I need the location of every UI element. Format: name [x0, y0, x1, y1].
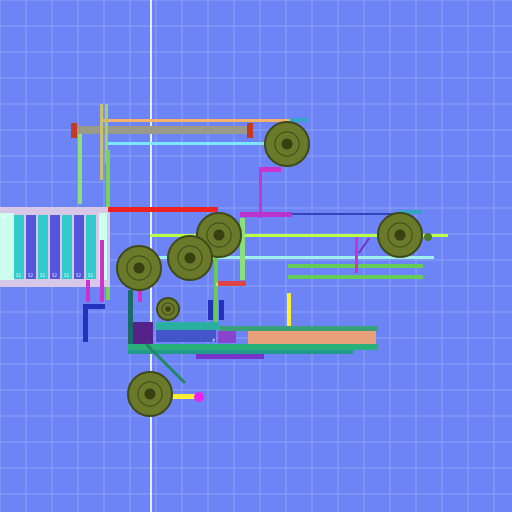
wheel-ring — [126, 255, 152, 281]
red-beam[interactable] — [108, 207, 218, 212]
magenta-post-right[interactable] — [355, 237, 358, 273]
wheel-ring — [137, 381, 163, 407]
container-cell[interactable] — [74, 215, 84, 279]
pin-icon — [281, 138, 293, 150]
green-post-mid[interactable] — [214, 225, 218, 325]
yellow-post[interactable] — [287, 293, 291, 326]
small-tag-a: # — [212, 338, 216, 343]
lower-platform[interactable] — [128, 233, 432, 402]
upper-olive-post-a[interactable] — [100, 104, 103, 180]
pin-icon — [144, 388, 156, 400]
purple-beam[interactable] — [240, 212, 292, 217]
salmon-deck-top — [220, 326, 378, 331]
cyan-long-beam[interactable] — [150, 256, 434, 259]
container-cell-label: 52 — [40, 273, 46, 278]
magenta-post-left[interactable] — [100, 240, 104, 302]
container-cells: 52 52 52 52 52 52 52 — [14, 215, 96, 279]
storage-container[interactable]: 52 52 52 52 52 52 52 — [0, 207, 110, 287]
blue-door-a[interactable] — [208, 300, 213, 320]
teal-floor[interactable] — [128, 350, 353, 354]
small-tag-b: 8 — [216, 282, 219, 287]
container-cell[interactable] — [62, 215, 72, 279]
wheel-ring — [206, 222, 232, 248]
container-inner-pale-left — [0, 213, 14, 280]
wheel-ring — [387, 222, 413, 248]
wheel-ring — [274, 131, 300, 157]
teal-bracket-right[interactable] — [400, 210, 422, 214]
pin-icon — [394, 229, 406, 241]
side-tag-left: 88 — [1, 214, 7, 219]
container-cell[interactable] — [26, 215, 36, 279]
upper-orange-rail[interactable] — [100, 119, 290, 122]
container-cell-label: 52 — [16, 273, 22, 278]
blue-door-b[interactable] — [219, 300, 224, 320]
container-cell-label: 52 — [28, 273, 34, 278]
upper-red-cap-right[interactable] — [247, 123, 253, 138]
pin-icon — [165, 306, 171, 312]
green-floor[interactable] — [128, 344, 378, 350]
pin-icon — [133, 262, 145, 274]
teal-deck[interactable] — [156, 322, 220, 330]
purple-bar-right[interactable] — [358, 237, 370, 254]
purple-box[interactable] — [218, 331, 236, 343]
navy-l-horizontal[interactable] — [83, 304, 105, 309]
purple-under[interactable] — [196, 354, 264, 359]
container-cell[interactable] — [14, 215, 24, 279]
navy-link[interactable] — [292, 213, 400, 215]
magenta-post-left-b[interactable] — [86, 280, 90, 302]
container-cell-label: 52 — [64, 273, 70, 278]
salmon-deck[interactable] — [248, 330, 376, 346]
upper-tan-beam[interactable] — [72, 126, 250, 134]
blue-deck[interactable] — [156, 330, 216, 342]
wheels-group[interactable] — [116, 121, 423, 417]
red-short-beam[interactable] — [218, 281, 246, 286]
wheel-ring — [161, 302, 175, 316]
lime-long-beam[interactable] — [150, 234, 448, 237]
pale-green-post[interactable] — [240, 218, 245, 280]
green-rail-bottom[interactable] — [288, 275, 423, 279]
wheel-ring — [177, 245, 203, 271]
magenta-joint[interactable] — [194, 392, 204, 402]
navy-l-vertical[interactable] — [83, 304, 88, 342]
yellow-axle[interactable] — [168, 394, 198, 399]
pin-icon — [213, 229, 225, 241]
upper-green-post[interactable] — [78, 134, 82, 204]
container-cell-label: 52 — [52, 273, 58, 278]
container-cell-label: 52 — [76, 273, 82, 278]
green-joint[interactable] — [424, 233, 432, 241]
upper-red-cap-left[interactable] — [71, 123, 77, 138]
pin-icon — [184, 252, 196, 264]
magenta-post-upper[interactable] — [259, 168, 262, 218]
middle-structure[interactable] — [83, 167, 448, 350]
container-cell[interactable] — [50, 215, 60, 279]
container-cell[interactable] — [86, 215, 96, 279]
container-cell[interactable] — [38, 215, 48, 279]
container-cell-label: 52 — [88, 273, 94, 278]
upper-teal-bracket[interactable] — [290, 118, 308, 122]
upper-olive-post-b[interactable] — [105, 104, 108, 164]
magenta-cap-upper[interactable] — [259, 167, 281, 172]
diagonal-arm[interactable] — [144, 342, 187, 385]
upper-cyan-beam[interactable] — [108, 142, 288, 145]
teal-post[interactable] — [128, 290, 133, 350]
dark-purple-box[interactable] — [133, 322, 153, 347]
